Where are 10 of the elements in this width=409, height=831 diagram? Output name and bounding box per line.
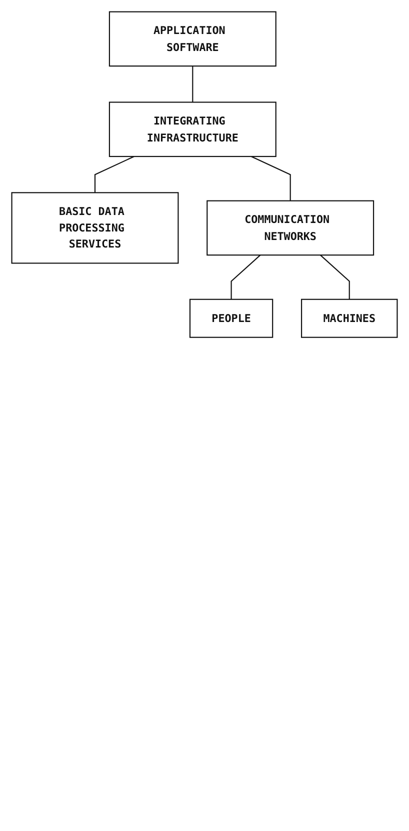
node-box: PEOPLE xyxy=(189,298,274,338)
node-box: COMMUNICATION NETWORKS xyxy=(206,200,374,256)
node-box: APPLICATION SOFTWARE xyxy=(108,11,276,67)
connector xyxy=(94,156,134,193)
connector xyxy=(192,66,194,102)
node-box: MACHINES xyxy=(300,298,398,338)
connector xyxy=(320,254,350,300)
connector xyxy=(230,254,261,300)
node-box: INTEGRATING INFRASTRUCTURE xyxy=(108,102,276,158)
node-box: BASIC DATA PROCESSING SERVICES xyxy=(11,192,179,264)
